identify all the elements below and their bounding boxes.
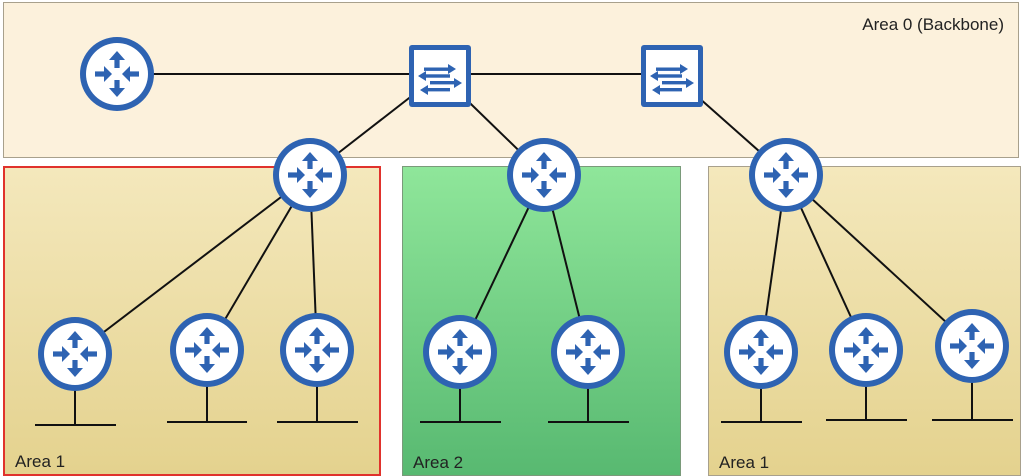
router-icon[interactable] (273, 138, 347, 212)
router-icon[interactable] (724, 315, 798, 389)
links (74, 73, 973, 355)
area-0-backbone: Area 0 (Backbone) (3, 2, 1019, 158)
area-1-left-label: Area 1 (15, 452, 66, 471)
router-icon[interactable] (935, 309, 1009, 383)
router-icon[interactable] (551, 315, 625, 389)
router-icon[interactable] (280, 313, 354, 387)
switch-icon[interactable] (641, 45, 703, 107)
switch-icon[interactable] (409, 45, 471, 107)
link-abr3-r8 (785, 174, 973, 347)
link-abr1-r1 (74, 174, 311, 355)
router-icon[interactable] (749, 138, 823, 212)
area-1-right-label: Area 1 (719, 453, 770, 472)
router-icon[interactable] (38, 317, 112, 391)
router-icon[interactable] (507, 138, 581, 212)
router-icon[interactable] (170, 313, 244, 387)
devices (38, 37, 1009, 391)
router-icon[interactable] (829, 313, 903, 387)
area-0-label: Area 0 (Backbone) (862, 15, 1004, 34)
router-icon[interactable] (423, 315, 497, 389)
router-icon[interactable] (80, 37, 154, 111)
area-2-label: Area 2 (413, 453, 464, 472)
